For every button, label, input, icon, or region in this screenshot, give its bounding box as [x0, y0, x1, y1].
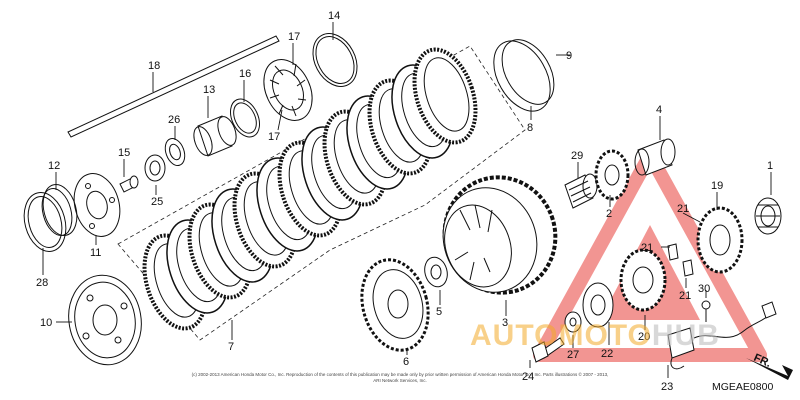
starter-clutch-gear — [619, 248, 667, 312]
part-label-25: 25 — [151, 196, 163, 208]
part-label-11: 11 — [90, 247, 101, 259]
lifter-bearing — [144, 154, 166, 182]
part-label-12: 12 — [48, 160, 60, 172]
part-label-22: 22 — [601, 348, 613, 360]
part-label-24: 24 — [522, 371, 534, 383]
direction-label: FR. — [752, 352, 773, 370]
part-label-16: 16 — [239, 68, 251, 80]
clutch-pack-outline — [117, 45, 526, 341]
needle-bearing — [564, 173, 598, 209]
primary-drive-gear — [594, 149, 630, 201]
bearing-collar — [193, 115, 237, 157]
starter-driven-gear — [696, 206, 744, 274]
part-label-20: 20 — [638, 331, 650, 343]
speed-sensor — [667, 301, 777, 370]
part-label-17-top: 17 — [288, 31, 300, 43]
part-label-5: 5 — [436, 306, 442, 318]
part-label-8: 8 — [527, 122, 533, 134]
wire-ring — [41, 184, 78, 236]
part-label-13: 13 — [203, 84, 215, 96]
set-ring — [23, 192, 67, 252]
part-label-21-top: 21 — [677, 203, 689, 215]
part-label-27: 27 — [567, 349, 579, 361]
diagram-code: MGEAE0800 — [712, 381, 774, 393]
part-label-21-middle: 21 — [641, 242, 653, 254]
spring-pins — [667, 243, 694, 277]
clutch-plate-stack — [142, 47, 478, 331]
part-labels: 14 17 18 16 13 26 17 15 25 12 11 28 10 7… — [36, 10, 773, 393]
part-label-15: 15 — [118, 147, 130, 159]
watermark-text-part-a: AUTOMOTO — [470, 319, 652, 352]
pressure-plate — [68, 274, 142, 366]
clutch-outer — [442, 175, 558, 295]
judder-spring-seat — [263, 59, 313, 121]
one-way-clutch — [582, 282, 614, 328]
part-label-28: 28 — [36, 277, 48, 289]
clutch-collar — [634, 138, 676, 176]
part-label-21-bottom: 21 — [679, 290, 691, 302]
part-label-26: 26 — [168, 114, 180, 126]
lifter-bolt — [119, 175, 139, 193]
part-label-19: 19 — [711, 180, 723, 192]
friction-disk-spring — [493, 39, 555, 112]
clutch-washer — [424, 256, 448, 288]
seat-ring — [229, 98, 261, 138]
thrust-washer — [164, 137, 186, 167]
part-label-18: 18 — [148, 60, 160, 72]
watermark-text: AUTOMOTOHUB — [470, 319, 720, 353]
sensor-bolt — [701, 300, 711, 322]
lifter-plate — [73, 173, 121, 237]
part-label-6: 6 — [403, 356, 409, 368]
copyright-notice: (c) 2002-2013 American Honda Motor Co., … — [191, 372, 609, 383]
leader-lines — [42, 22, 772, 378]
needle-bearing-right — [754, 197, 782, 235]
part-label-23: 23 — [661, 381, 673, 393]
part-label-29: 29 — [571, 150, 583, 162]
lock-washer — [564, 311, 582, 333]
part-label-10: 10 — [40, 317, 52, 329]
part-label-9: 9 — [566, 50, 572, 62]
special-bolt — [531, 337, 565, 363]
part-label-1: 1 — [767, 160, 773, 172]
part-label-30: 30 — [698, 283, 710, 295]
part-label-4: 4 — [656, 104, 662, 116]
part-label-2: 2 — [606, 208, 612, 220]
part-label-14: 14 — [328, 10, 340, 22]
part-label-17-bottom: 17 — [268, 131, 280, 143]
part-label-7: 7 — [228, 341, 234, 353]
watermark-text-part-b: HUB — [651, 319, 720, 352]
clutch-plate — [412, 47, 478, 145]
snap-ring — [312, 33, 358, 87]
push-rod — [67, 35, 280, 138]
part-label-3: 3 — [502, 317, 508, 329]
